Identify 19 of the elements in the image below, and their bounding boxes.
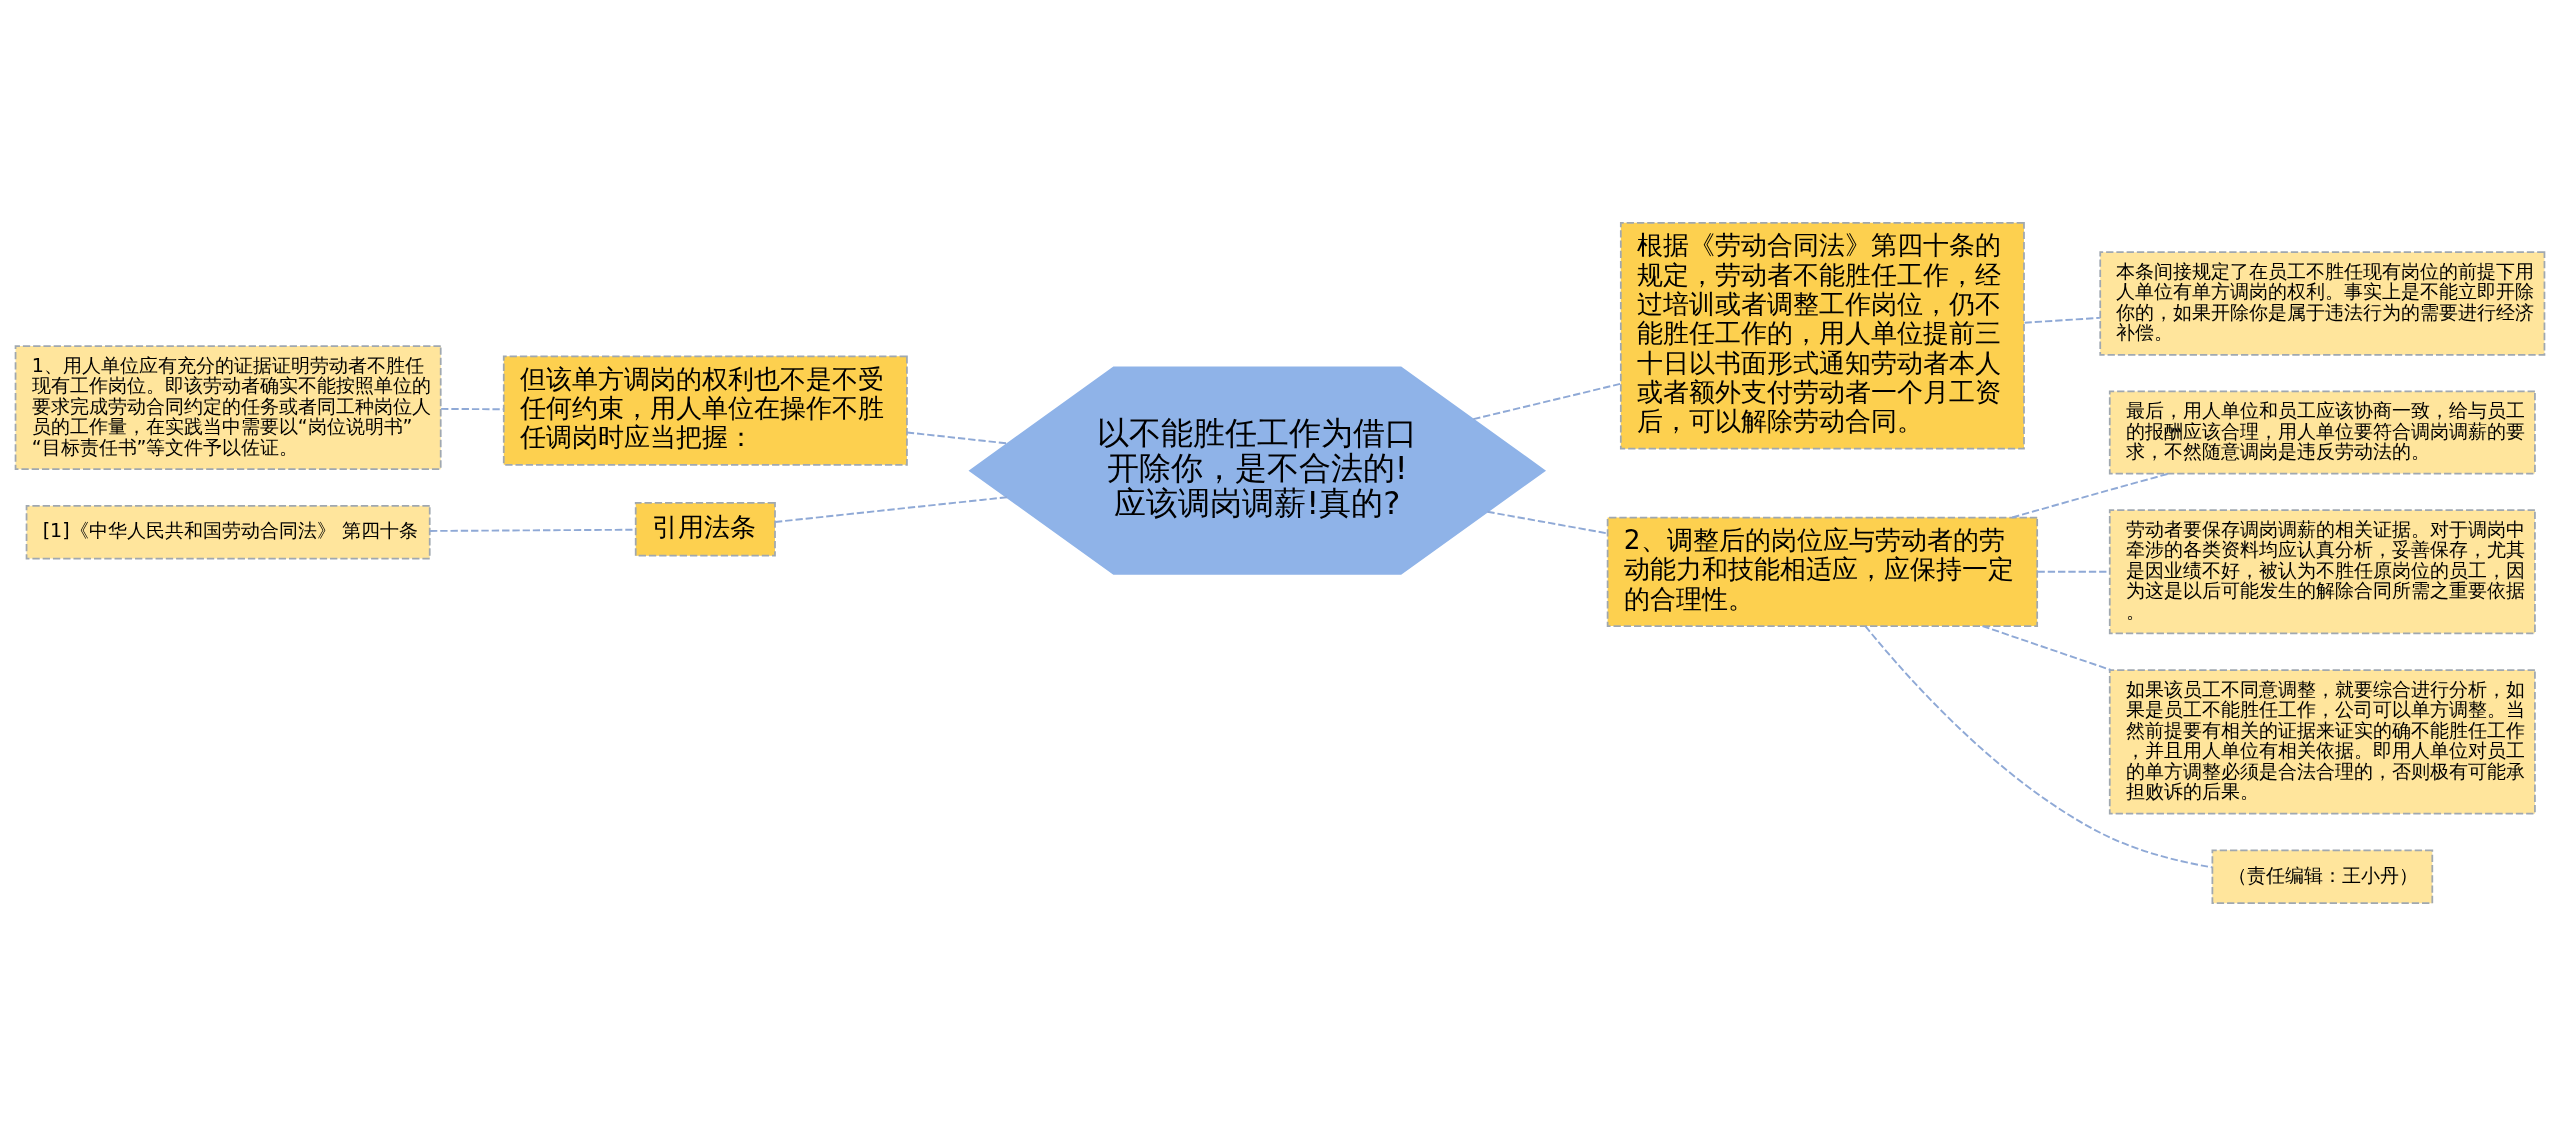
connector [1864,624,2213,868]
node-box: 根据《劳动合同法》第四十条的规定，劳动者不能胜任工作，经过培训或者调整工作岗位，仍不能胜任工作的，用人单位提前三十日以书面形式通知劳动者本人或者额外支付劳动者一个月工资后，可以解除劳动合同。 [1619,221,2025,449]
connector [774,495,1008,523]
node-box: 但该单方调岗的权利也不是不受任何约束，用人单位在操作不胜任调岗时应当把握： [502,354,908,466]
node-box: 引用法条 [634,501,776,557]
connector [1486,510,1609,534]
connector [1981,624,2112,671]
connector [1472,382,1622,420]
node-box: 如果该员工不同意调整，就要综合进行分析，如果是员工不能胜任工作，公司可以单方调整。当然前提要有相关的证据来证实的确不能胜任工作，并且用人单位有相关依据。即用人单位对员工的单方调整必须是合法合理的，否则极有可能承担败诉的后果。 [2108,668,2536,815]
node-box: [1]《中华人民共和国劳动合同法》 第四十条 [25,504,431,559]
connector [906,431,1009,444]
node-box: 1、用人单位应有充分的证据证明劳动者不胜任现有工作岗位。即该劳动者确实不能按照单位的要求完成劳动合同约定的任务或者同工种岗位人员的工作量，在实践当中需要以“岗位说明书”“目标责任书”等文件予以佐证。 [14,344,442,470]
node-box: （责任编辑：王小丹） [2211,849,2434,904]
node-box: 本条间接规定了在员工不胜任现有岗位的前提下用人单位有单方调岗的权利。事实上是不能立即开除你的，如果开除你是属于违法行为的需要进行经济补偿。 [2099,250,2546,356]
connector [2011,472,2170,518]
node-box: 最后，用人单位和员工应该协商一致，给与员工的报酬应该合理，用人单位要符合调岗调薪的要求，不然随意调岗是违反劳动法的。 [2108,390,2536,474]
node-box: 2、调整后的岗位应与劳动者的劳动能力和技能相适应，应保持一定的合理性。 [1606,516,2039,627]
node-box: 劳动者要保存调岗调薪的相关证据。对于调岗中牵涉的各类资料均应认真分析，妥善保存，尤其是因业绩不好，被认为不胜任原岗位的员工，因为这是以后可能发生的解除合同所需之重要依据。 [2108,508,2536,634]
connector [2023,316,2101,324]
